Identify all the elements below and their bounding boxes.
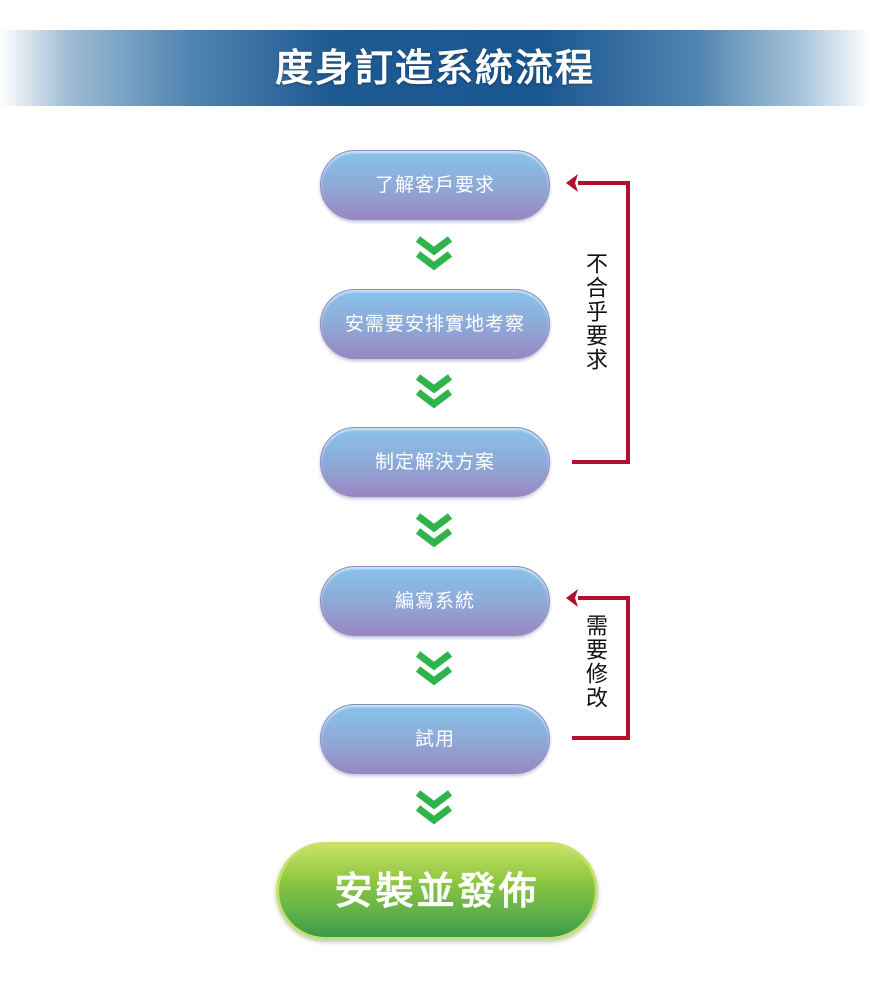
step-understand-requirements: 了解客戶要求 <box>320 150 550 220</box>
chevron-down-icon <box>415 513 453 547</box>
chevron-down-icon <box>415 790 453 824</box>
loop-label-needs-modification: 需要修改 <box>582 614 607 710</box>
step-define-solution: 制定解決方案 <box>320 427 550 497</box>
step-trial: 試用 <box>320 704 550 774</box>
chevron-down-icon <box>415 651 453 685</box>
loop-label-not-meet-requirements: 不合乎要求 <box>582 252 607 372</box>
chevron-down-icon <box>415 236 453 270</box>
step-site-survey: 安需要安排實地考察 <box>320 289 550 359</box>
step-write-system: 編寫系統 <box>320 566 550 636</box>
page-title: 度身訂造系統流程 <box>274 46 595 90</box>
title-banner <box>0 30 870 106</box>
chevron-down-icon <box>415 374 453 408</box>
feedback-loop-arrow <box>566 589 630 740</box>
step-install-release: 安裝並發佈 <box>276 842 598 940</box>
feedback-loop-arrow <box>566 174 630 464</box>
